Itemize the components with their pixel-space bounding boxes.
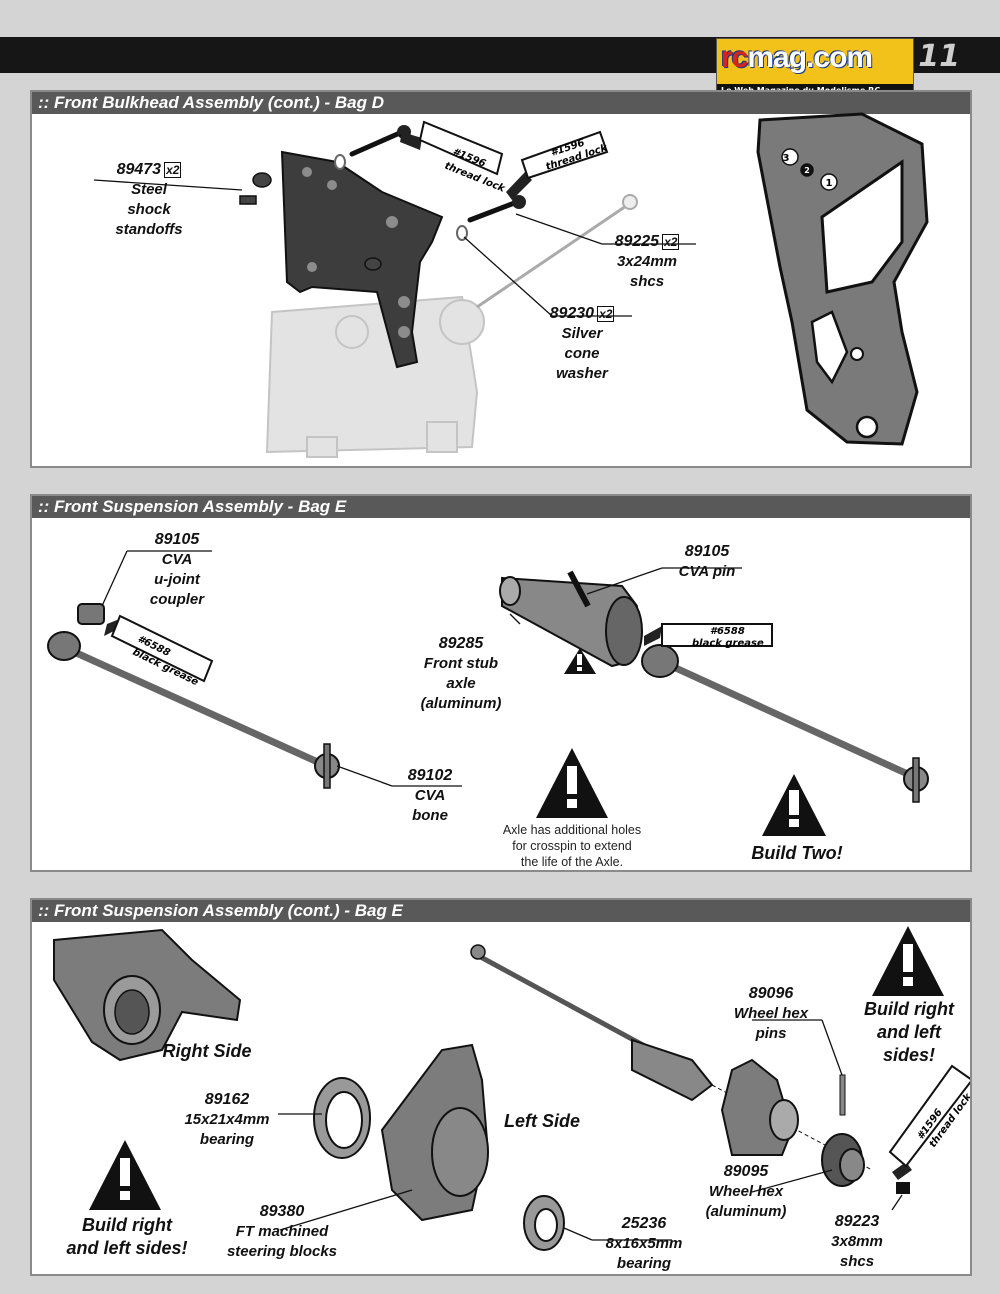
label-coupler: 89105 CVA u-joint coupler	[149, 531, 205, 608]
panel-title: :: Front Suspension Assembly - Bag E	[32, 496, 970, 518]
cva-illustration: #6588 black grease #6588 black grease	[47, 550, 929, 836]
threadlock-tube-2	[506, 130, 609, 200]
hole-number-1: 1	[826, 178, 833, 189]
panel-front-bulkhead: :: Front Bulkhead Assembly (cont.) - Bag…	[30, 90, 972, 468]
right-side-label: Right Side	[162, 1041, 252, 1061]
panel-title: :: Front Suspension Assembly (cont.) - B…	[32, 900, 970, 922]
warning-icon-right	[872, 926, 944, 996]
left-side-label: Left Side	[503, 1111, 580, 1131]
svg-text:black grease: black grease	[692, 638, 764, 649]
label-3x8-shcs: 89223 3x8mm shcs	[831, 1213, 883, 1270]
label-steering-blocks: 89380 FT machined steering blocks	[226, 1203, 338, 1260]
label-bearing-15x21: 89162 15x21x4mm bearing	[184, 1091, 270, 1148]
label-wheel-hex-pins: 89096 Wheel hex pins	[733, 985, 809, 1042]
svg-text:#6588: #6588	[710, 626, 745, 637]
page-number: 11	[918, 39, 960, 74]
warning-icon-left	[89, 1140, 161, 1210]
label-wheel-hex: 89095 Wheel hex (aluminum)	[705, 1163, 787, 1220]
build-right-left-text-1: Build right and left sides!	[66, 1215, 188, 1258]
panel-front-suspension-cont: :: Front Suspension Assembly (cont.) - B…	[30, 898, 972, 1276]
build-two-text: Build Two!	[751, 843, 843, 863]
threadlock-tube-1	[398, 120, 504, 176]
bulkhead-illustration: #1596 thread lock #1596 thread lock 3 2 …	[93, 112, 929, 458]
panel-front-suspension: :: Front Suspension Assembly - Bag E #65…	[30, 494, 972, 872]
label-bearing-8x16: 25236 8x16x5mm bearing	[605, 1215, 683, 1272]
warning-icon-center	[536, 748, 608, 818]
warning-icon-right	[762, 774, 826, 836]
hole-number-3: 3	[783, 153, 790, 164]
build-right-left-text-2: Build right and left sides!	[864, 999, 954, 1065]
hole-number-2: 2	[804, 166, 810, 175]
steering-illustration: #1596 thread lock	[53, 926, 970, 1251]
panel-title: :: Front Bulkhead Assembly (cont.) - Bag…	[32, 92, 970, 114]
logo-brand: rcmag.com	[721, 41, 873, 74]
label-cva-bone: 89102 CVA bone	[407, 767, 453, 824]
label-cva-pin: 89105 CVA pin	[678, 543, 736, 580]
label-stub-axle: 89285 Front stub axle (aluminum)	[420, 635, 502, 712]
rcmag-logo: rcmag.com Le Web Magazine du Modelisme R…	[716, 38, 914, 98]
warning-icon-small	[564, 648, 596, 674]
axle-note: Axle has additional holes for crosspin t…	[502, 823, 642, 869]
